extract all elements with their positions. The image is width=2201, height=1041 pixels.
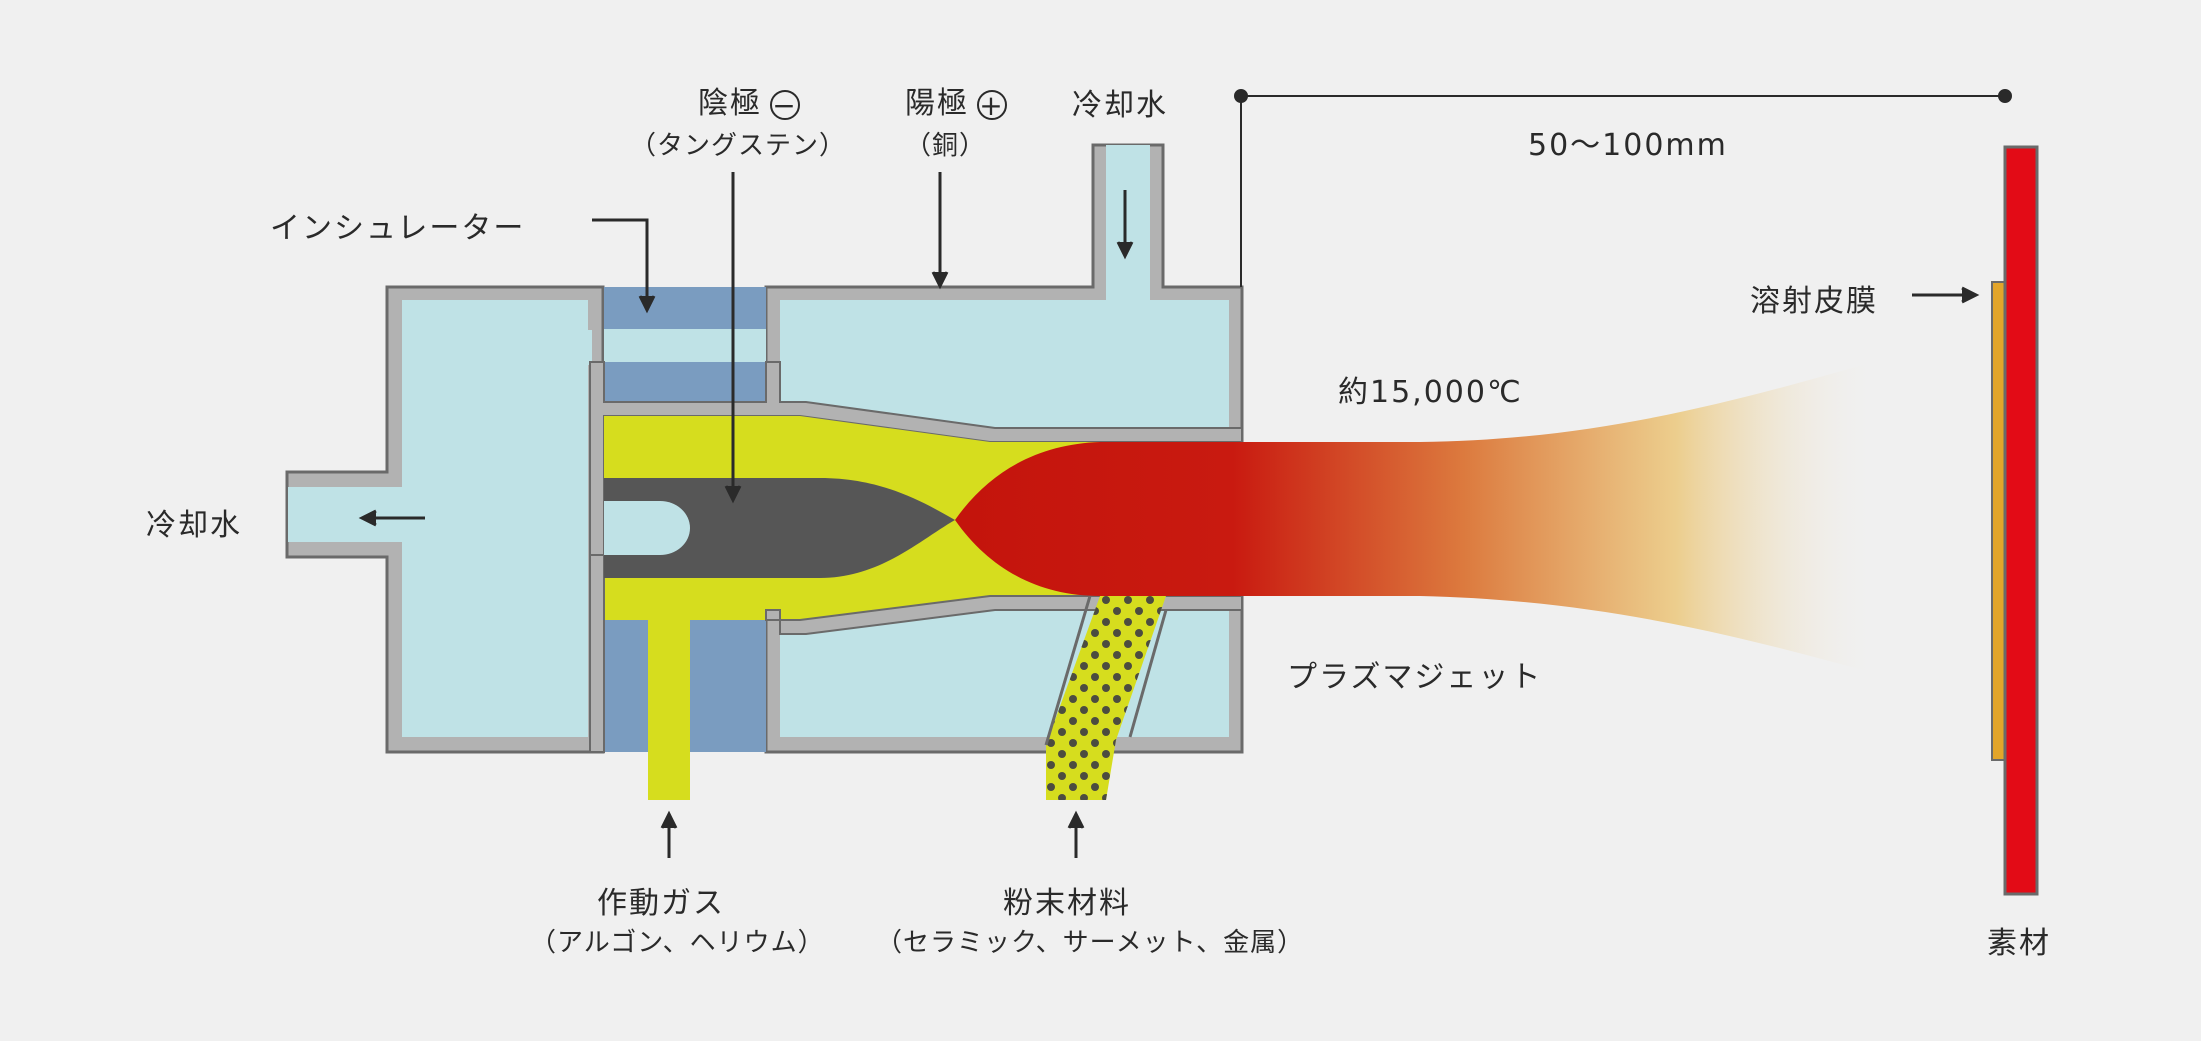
plasma-jet-label: プラズマジェット [1287,660,1543,695]
substrate-plate [2003,145,2039,896]
sprayed-coating-label: 溶射皮膜 [1750,284,1878,319]
working-gas-label: 作動ガス [597,886,725,921]
powder-particles [1046,596,1166,800]
powder-feed [1044,595,1168,800]
cathode-label: 陰極− [698,78,800,122]
anode-material-label: （銅） [905,131,987,161]
powder-label: 粉末材料 [1003,886,1131,921]
water-in-arrowhead [1116,241,1134,260]
insulator-arrowhead [638,295,656,314]
temperature-label: 約15,000℃ [1338,375,1523,410]
sprayed-coating-layer [1991,281,2006,761]
powder-in-arrowhead [1067,810,1085,829]
insulator-top-lower [604,362,766,402]
cathode-arrowhead [724,485,742,504]
water-gap [604,329,766,362]
minus-sign-icon: − [770,89,800,120]
insulator-leader-line [592,218,649,306]
cooling-water-left-label: 冷却水 [146,508,242,543]
working-gas-detail-label: （アルゴン、ヘリウム） [530,928,825,958]
anode-label: 陽極 + [905,78,1007,122]
cathode-material-label: （タングステン） [630,131,847,161]
plasma-arc [955,360,1880,675]
distance-label: 50〜100mm [1528,128,1728,163]
rear-water-chamber [288,300,592,737]
powder-wall-right [1128,609,1168,738]
insulator-top-upper [604,287,766,329]
anode-arrowhead [931,271,949,290]
substrate-label: 素材 [1987,926,2051,961]
cathode-back-wall [589,554,605,753]
plus-sign-icon: + [977,89,1007,120]
front-water-chamber-top [780,300,1229,428]
water-out-arrowhead [358,509,377,527]
arrows [358,172,1980,858]
coating-arrowhead [1961,286,1980,304]
cathode-label-text: 陰極 [698,86,762,121]
powder-wall-left [1044,595,1092,746]
water-inlet-pipe [1106,145,1150,305]
gas-in-arrowhead [660,810,678,829]
cooling-water-top-label: 冷却水 [1072,88,1168,123]
cathode-water-notch [604,501,660,555]
cathode-tip [604,478,955,578]
distance-dimension [1234,89,2012,287]
powder-detail-label: （セラミック、サーメット、金属） [876,928,1305,958]
insulator-label: インシュレーター [270,211,526,246]
anode-label-text: 陽極 [905,86,969,121]
